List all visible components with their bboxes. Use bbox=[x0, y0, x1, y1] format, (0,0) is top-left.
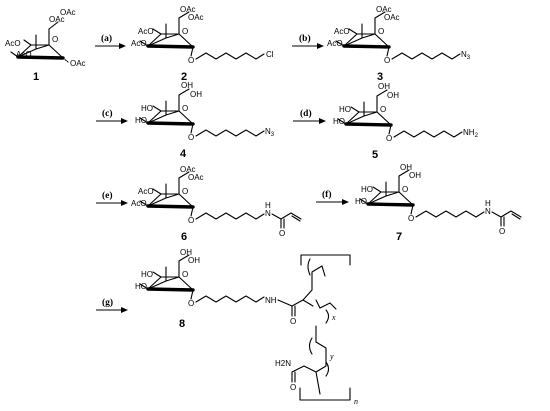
hydroxyl-label: OH bbox=[190, 90, 202, 99]
hydroxyl-label: HO bbox=[141, 270, 153, 279]
hydroxyl-label: OH bbox=[180, 248, 192, 257]
glycosidic-oxygen-label: O bbox=[188, 299, 194, 308]
aco-label: AcO bbox=[131, 39, 147, 48]
ring-oxygen-label: O bbox=[378, 27, 384, 36]
compound-2: OAc OAc AcO AcO O O Cl 2 bbox=[131, 5, 274, 83]
azide-label: N3 bbox=[265, 127, 275, 138]
oac-label: OAc bbox=[60, 8, 76, 17]
compound-number-7: 7 bbox=[396, 231, 402, 243]
compound-number-5: 5 bbox=[372, 149, 378, 161]
aco-label: AcO bbox=[138, 187, 154, 196]
carbonyl-oxygen-label: O bbox=[290, 317, 296, 326]
hydroxyl-label: HO bbox=[333, 117, 345, 126]
compound-number-6: 6 bbox=[181, 231, 187, 243]
hydroxyl-label: OH bbox=[400, 163, 412, 172]
oac-label: OAc bbox=[49, 15, 65, 24]
ring-oxygen-label: O bbox=[182, 27, 188, 36]
index-x: x bbox=[331, 313, 336, 322]
compound-number-2: 2 bbox=[181, 71, 187, 83]
condition-label-g: (g) bbox=[102, 297, 113, 308]
oac-label: OAc bbox=[180, 5, 196, 14]
condition-label-d: (d) bbox=[300, 108, 312, 119]
oac-label: OAc bbox=[384, 13, 400, 22]
aco-label: AcO bbox=[327, 39, 343, 48]
amine-label: H2N bbox=[275, 359, 291, 368]
compound-3: OAc OAc AcO AcO O O N3 3 bbox=[327, 5, 471, 83]
amine-label: NH2 bbox=[463, 128, 479, 139]
compound-4: OH OH HO HO O O N3 4 bbox=[135, 81, 275, 160]
carbonyl-oxygen-label: O bbox=[279, 229, 285, 238]
carbonyl-oxygen-label: O bbox=[290, 383, 296, 392]
oac-label: OAc bbox=[180, 165, 196, 174]
ring-oxygen-label: O bbox=[52, 35, 58, 44]
amide-hydrogen-label: H bbox=[265, 201, 271, 210]
compound-8: OH OH HO HO O O NH O x y H2N O n 8 bbox=[135, 248, 358, 406]
ring-oxygen-label: O bbox=[402, 185, 408, 194]
reaction-arrow-e: (e) bbox=[96, 190, 128, 206]
glycosidic-oxygen-label: O bbox=[384, 56, 390, 65]
compound-6: OAc OAc AcO AcO O O N H O 6 bbox=[131, 165, 302, 243]
hydroxyl-label: OH bbox=[378, 82, 390, 91]
aco-label: AcO bbox=[5, 39, 21, 48]
glycosidic-oxygen-label: O bbox=[188, 56, 194, 65]
glycosidic-oxygen-label: O bbox=[408, 214, 414, 223]
hydroxyl-label: HO bbox=[339, 105, 351, 114]
oac-label: OAc bbox=[376, 5, 392, 14]
aco-label: AcO bbox=[334, 27, 350, 36]
hydroxyl-label: OH bbox=[181, 81, 193, 90]
amide-nh-label: NH bbox=[265, 296, 277, 305]
ring-oxygen-label: O bbox=[182, 104, 188, 113]
condition-label-f: (f) bbox=[322, 189, 332, 200]
condition-label-c: (c) bbox=[102, 108, 113, 119]
compound-number-8: 8 bbox=[179, 318, 185, 330]
aco-label: AcO bbox=[131, 199, 147, 208]
carbonyl-oxygen-label: O bbox=[499, 227, 505, 236]
compound-number-4: 4 bbox=[180, 148, 187, 160]
index-n: n bbox=[354, 397, 358, 406]
glycosidic-oxygen-label: O bbox=[188, 216, 194, 225]
hydroxyl-label: HO bbox=[141, 104, 153, 113]
ring-oxygen-label: O bbox=[182, 187, 188, 196]
amide-hydrogen-label: H bbox=[485, 199, 491, 208]
hydroxyl-label: HO bbox=[135, 282, 147, 291]
condition-label-b: (b) bbox=[299, 33, 311, 44]
compound-number-1: 1 bbox=[33, 71, 39, 83]
reaction-arrow-g: (g) bbox=[96, 297, 128, 313]
glycosidic-oxygen-label: O bbox=[188, 133, 194, 142]
hydroxyl-label: OH bbox=[188, 256, 200, 265]
condition-label-a: (a) bbox=[101, 33, 112, 44]
compound-1: OAc OAc AcO AcO O OAc 1 bbox=[5, 8, 86, 83]
ring-oxygen-label: O bbox=[182, 270, 188, 279]
oac-label: OAc bbox=[188, 173, 204, 182]
hydroxyl-label: OH bbox=[409, 171, 421, 180]
ring-oxygen-label: O bbox=[380, 105, 386, 114]
amide-nitrogen-label: N bbox=[485, 207, 491, 216]
reaction-arrow-b: (b) bbox=[292, 33, 324, 49]
glycosidic-oxygen-label: O bbox=[386, 134, 392, 143]
compound-number-3: 3 bbox=[377, 71, 383, 83]
compound-7: OH OH HO HO O O N H O 7 bbox=[355, 163, 522, 243]
condition-label-e: (e) bbox=[102, 190, 113, 201]
reaction-arrow-f: (f) bbox=[316, 189, 349, 205]
index-y: y bbox=[329, 352, 334, 361]
hydroxyl-label: HO bbox=[361, 185, 373, 194]
oac-label: OAc bbox=[70, 59, 86, 68]
aco-label: AcO bbox=[138, 27, 154, 36]
hydroxyl-label: HO bbox=[355, 197, 367, 206]
hydroxyl-label: HO bbox=[135, 116, 147, 125]
aco-label: AcO bbox=[16, 50, 32, 59]
azide-label: N3 bbox=[461, 50, 471, 61]
reaction-arrow-a: (a) bbox=[95, 33, 126, 49]
reaction-arrow-c: (c) bbox=[96, 108, 128, 124]
chlorine-label: Cl bbox=[266, 50, 274, 59]
hydroxyl-label: OH bbox=[387, 91, 399, 100]
amide-nitrogen-label: N bbox=[265, 209, 271, 218]
compound-5: OH OH HO HO O O NH2 5 bbox=[333, 82, 479, 161]
oac-label: OAc bbox=[188, 13, 204, 22]
reaction-arrow-d: (d) bbox=[293, 108, 326, 124]
